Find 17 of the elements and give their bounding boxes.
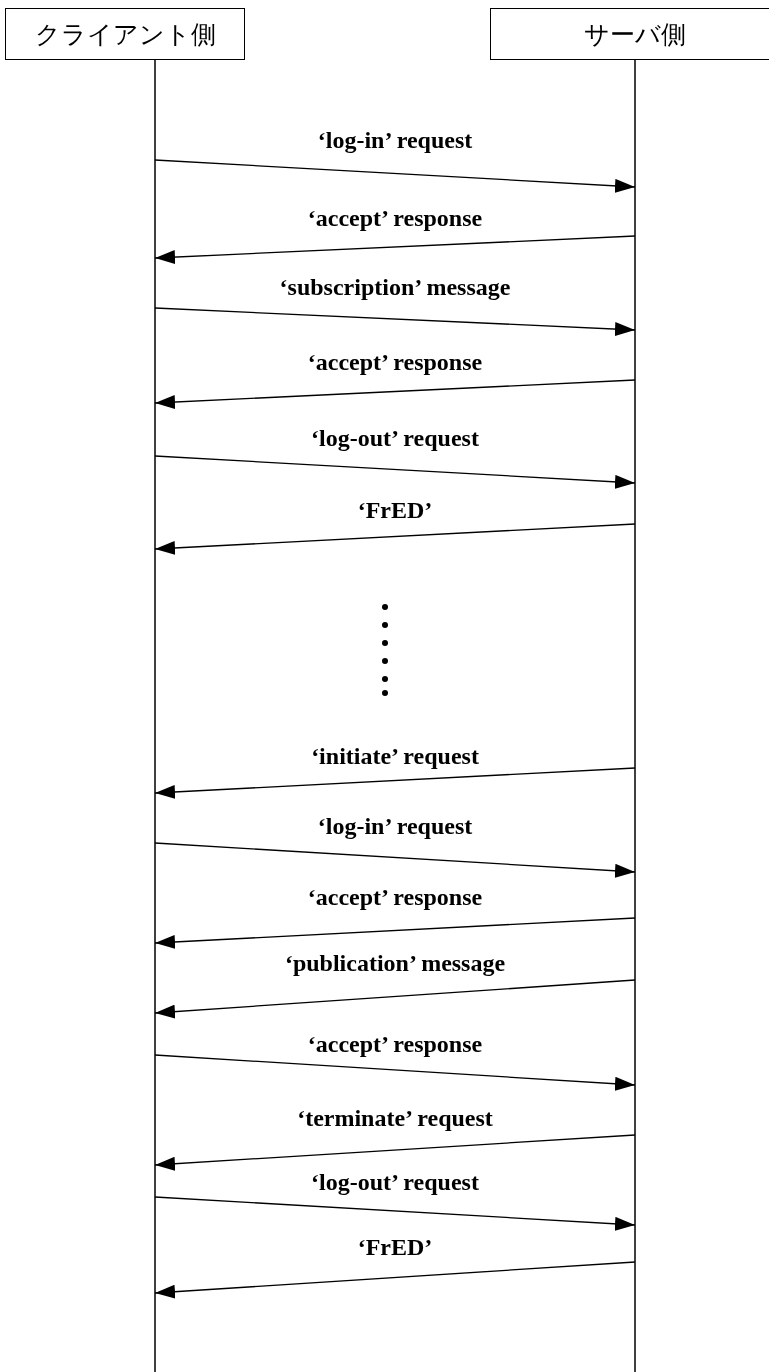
message-arrow [154,979,636,1019]
message-arrow [154,159,636,193]
message-arrow [154,379,636,410]
participant-lifeline [5,8,245,1372]
message-arrow [154,842,636,878]
message-arrow [154,1054,636,1091]
participant-box: サーバ側 [490,8,769,60]
message-arrow [154,455,636,489]
message-arrow [154,917,636,949]
message-arrow [154,307,636,337]
message-arrow [154,1134,636,1171]
message-arrow [154,1261,636,1299]
message-arrow [154,1196,636,1231]
message-arrow [154,235,636,265]
message-arrow [154,523,636,555]
participant-box: クライアント側 [5,8,245,60]
message-arrow [154,767,636,799]
